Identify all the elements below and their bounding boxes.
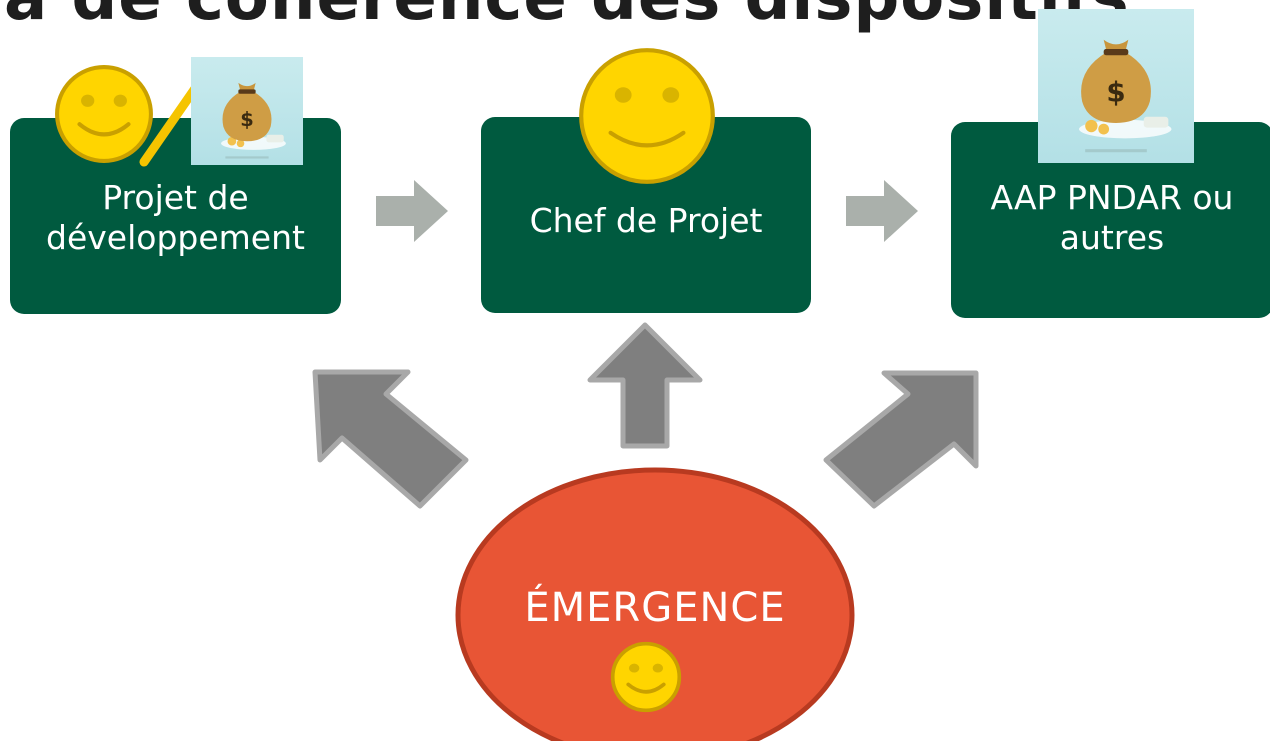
box-aap-pndar: AAP PNDAR ou autres: [951, 122, 1270, 318]
box-projet-line1: Projet de: [102, 178, 249, 217]
svg-text:$: $: [1106, 75, 1125, 108]
arrow-up-icon: [312, 369, 469, 509]
box-chef-label: Chef de Projet: [529, 201, 763, 240]
money-bag-icon: $: [1079, 39, 1172, 153]
money-bag-image: $: [1038, 9, 1194, 163]
emergence-ellipse: ÉMERGENCE: [454, 465, 856, 741]
svg-text:$: $: [240, 108, 254, 131]
arrow-right-icon: [376, 180, 448, 242]
arrow-up-icon: [823, 370, 979, 509]
money-bag-image: $: [191, 57, 303, 165]
box-projet-label: Projet de développement: [10, 178, 341, 259]
arrow-right-icon: [846, 180, 918, 242]
arrow-up-icon: [587, 322, 703, 449]
emergence-shape: [455, 467, 855, 741]
money-bag-icon: $: [221, 82, 286, 159]
box-projet-line2: développement: [46, 218, 305, 258]
emergence-label: ÉMERGENCE: [524, 585, 786, 631]
smiley-icon: [610, 641, 682, 713]
smiley-icon: [55, 65, 153, 163]
box-aap-label: AAP PNDAR ou autres: [951, 178, 1270, 259]
box-aap-line2: autres: [1059, 218, 1165, 258]
page-title: a de cohérence des dispositifs: [4, 0, 1130, 30]
box-aap-line1: AAP PNDAR ou: [990, 178, 1234, 217]
smiley-icon: [579, 48, 715, 184]
